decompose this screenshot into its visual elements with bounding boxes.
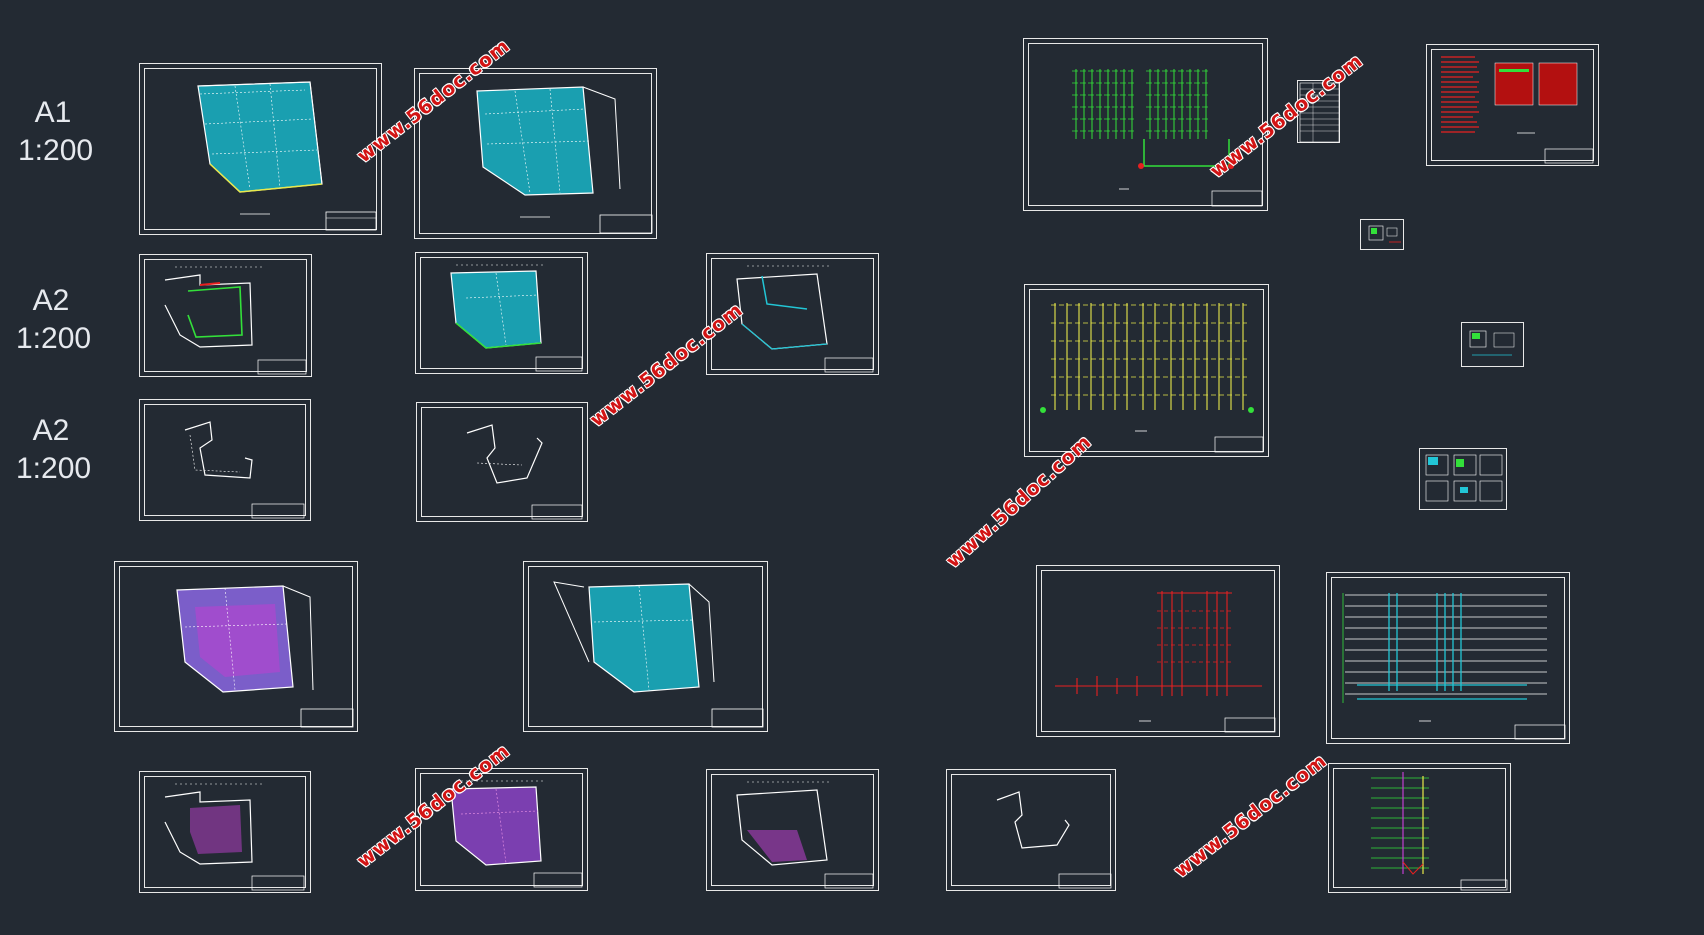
drawing-sheet-a2-plan-7[interactable] (415, 768, 588, 891)
scale-ratio: 1:200 (16, 452, 92, 485)
drawing-sheet-yellow-riser[interactable] (1024, 284, 1269, 457)
drawing-sheet-a2-plan-1[interactable] (139, 254, 312, 377)
watermark-text: www.56doc.com (942, 430, 1096, 573)
drawing-sheet-a2-plan-3[interactable] (706, 253, 879, 375)
drawing-sheet-mini-2[interactable] (1461, 322, 1524, 367)
drawing-sheet-a2-plan-8[interactable] (706, 769, 879, 891)
scale-label-a2-row2: A2 1:200 (16, 284, 92, 356)
drawing-sheet-a2-plan-6[interactable] (139, 771, 311, 893)
drawing-sheet-a2-plan-9[interactable] (946, 769, 1116, 891)
scale-ratio: 1:200 (18, 134, 94, 167)
scale-size: A1 (34, 96, 72, 129)
drawing-sheet-a2-plan-5[interactable] (416, 402, 588, 522)
drawing-sheet-a2-plan-2[interactable] (415, 252, 588, 374)
drawing-sheet-mini-3[interactable] (1419, 448, 1507, 510)
drawing-sheet-cyan-system[interactable] (1326, 572, 1570, 744)
drawing-sheet-multicolor-riser[interactable] (1328, 763, 1511, 893)
drawing-sheet-a1-plan-1[interactable] (139, 63, 382, 235)
scale-ratio: 1:200 (16, 322, 92, 355)
drawing-sheet-mini-1[interactable] (1360, 219, 1404, 250)
scale-size: A2 (32, 284, 70, 317)
drawing-sheet-design-notes[interactable] (1426, 44, 1599, 166)
scale-label-a2-row3: A2 1:200 (16, 414, 92, 486)
drawing-sheet-red-riser[interactable] (1036, 565, 1280, 737)
drawing-sheet-legend-table[interactable] (1297, 80, 1340, 143)
drawing-sheet-a1-plan-4[interactable] (523, 561, 768, 732)
drawing-sheet-a1-plan-2[interactable] (414, 68, 657, 239)
drawing-sheet-a1-plan-3[interactable] (114, 561, 358, 732)
drawing-sheet-a2-plan-4[interactable] (139, 399, 311, 521)
watermark-text: www.56doc.com (1170, 749, 1332, 883)
scale-size: A2 (32, 414, 70, 447)
scale-label-a1: A1 1:200 (18, 96, 94, 168)
drawing-sheet-green-riser[interactable] (1023, 38, 1268, 211)
